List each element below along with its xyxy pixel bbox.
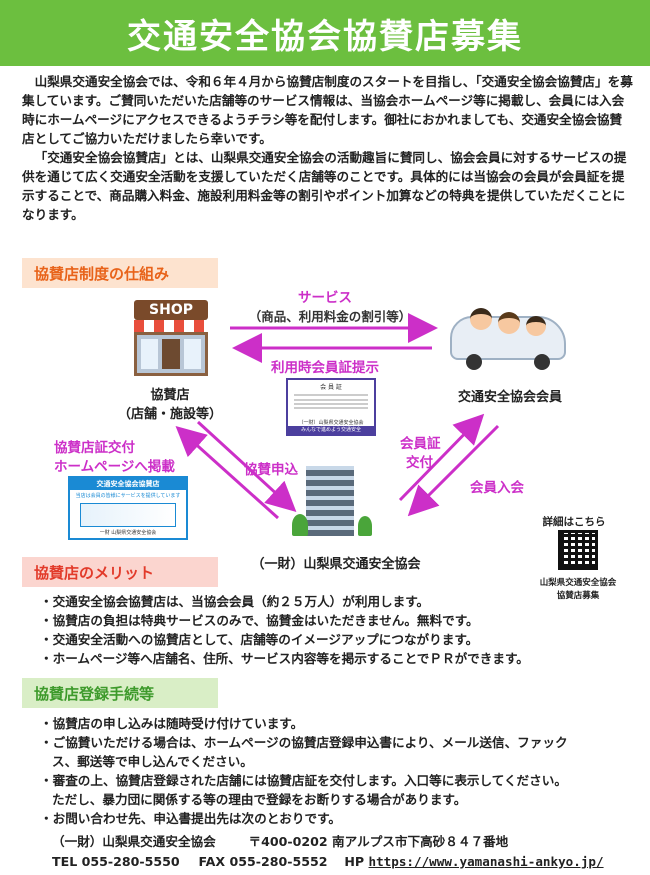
cert-label-2: ホームページへ掲載	[54, 459, 175, 475]
page-title: 交通安全協会協賛店募集	[127, 16, 523, 57]
qr-heading: 詳細はこちら	[542, 516, 606, 528]
shop-sub: （店舗・施設等）	[117, 407, 222, 422]
procedure-item: ・お問い合わせ先、申込書提出先は次のとおりです。	[40, 811, 341, 826]
title-banner: 交通安全協会協賛店募集	[0, 0, 650, 66]
cert-label-1: 協賛店証交付	[54, 440, 135, 456]
intro-paragraph-2: 「交通安全協会協賛店」とは、山梨県交通安全協会の活動趣旨に賛同し、協会会員に対す…	[22, 150, 627, 222]
contact-address: 〒400-0202 南アルプス市下高砂８４７番地	[248, 834, 509, 849]
association-name: （一財）山梨県交通安全協会	[251, 557, 421, 572]
shop-name: 協賛店	[150, 388, 190, 403]
contact-line-1: （一財）山梨県交通安全協会 〒400-0202 南アルプス市下高砂８４７番地	[52, 832, 508, 851]
qr-caption-2: 協賛店募集	[556, 591, 600, 601]
procedure-item: ス、郵送等で申し込んでください。	[52, 754, 253, 769]
section-label-system: 協賛店制度の仕組み	[22, 258, 218, 288]
service-sub: （商品、利用料金の割引等）	[248, 309, 412, 324]
card-show-label: 利用時会員証提示	[271, 360, 379, 376]
join-label: 会員入会	[470, 480, 524, 496]
cert-arrow	[175, 425, 280, 520]
qr-caption-1: 山梨県交通安全協会	[539, 578, 617, 588]
contact-tel: TEL 055-280-5550	[52, 854, 180, 869]
member-card-label-2: 交付	[406, 455, 433, 471]
procedure-item: ・協賛店の申し込みは随時受け付けています。	[40, 716, 304, 731]
intro-paragraph-1: 山梨県交通安全協会では、令和６年４月から協賛店制度のスタートを目指し、「交通安全…	[22, 74, 633, 146]
apply-label: 協賛申込	[244, 462, 298, 478]
association-building-icon	[292, 466, 372, 536]
apply-arrow	[196, 420, 297, 513]
merit-item: ・交通安全活動への協賛店として、店舗等のイメージアップにつながります。	[40, 632, 479, 647]
cert-board-sub: 当店は会員の皆様にサービスを提供しています	[75, 493, 181, 499]
card-title: 会 員 証	[320, 384, 342, 391]
section-label-procedure: 協賛店登録手続等	[22, 678, 218, 708]
section-label-text: 協賛店のメリット	[34, 563, 155, 582]
procedure-item: ただし、暴力団に関係する等の理由で登録をお断りする場合があります。	[52, 792, 467, 807]
member-family-car-icon	[450, 302, 570, 370]
qr-code[interactable]	[558, 530, 598, 570]
diagram-arrows	[175, 313, 500, 520]
section-label-merits: 協賛店のメリット	[22, 557, 218, 587]
contact-hp-label: HP	[344, 854, 365, 869]
section-label-text: 協賛店登録手続等	[34, 684, 155, 703]
member-card-label-1: 会員証	[400, 436, 441, 452]
card-bottom-2: みんなで進めよう交通安全	[288, 426, 374, 434]
merit-item: ・交通安全協会協賛店は、当協会会員（約２５万人）が利用します。	[40, 594, 430, 609]
shop-sign: SHOP	[134, 300, 208, 320]
contact-fax: FAX 055-280-5552	[198, 854, 328, 869]
merit-item: ・ホームページ等へ店舗名、住所、サービス内容等を掲示することでＰＲができます。	[40, 651, 529, 666]
procedure-list: ・協賛店の申し込みは随時受け付けています。 ・ご協賛いただける場合は、ホームペー…	[40, 714, 568, 828]
cert-board-bottom: 一財 山梨県交通安全協会	[99, 530, 157, 536]
service-label: サービス	[298, 290, 352, 306]
join-arrow	[407, 424, 500, 517]
shop-icon: SHOP	[134, 300, 208, 376]
contact-line-2: TEL 055-280-5550 FAX 055-280-5552 HP htt…	[52, 852, 604, 871]
intro-text: 山梨県交通安全協会では、令和６年４月から協賛店制度のスタートを目指し、「交通安全…	[22, 72, 634, 224]
homepage-link[interactable]: https://www.yamanashi-ankyo.jp/	[368, 854, 604, 869]
procedure-item: ・審査の上、協賛店登録された店舗には協賛店証を交付します。入口等に表示してくださ…	[40, 773, 567, 788]
merit-item: ・協賛店の負担は特典サービスのみで、協賛金はいただきません。無料です。	[40, 613, 479, 628]
membership-card: 会 員 証 （一財）山梨県交通安全協会 みんなで進めよう交通安全	[286, 378, 376, 436]
procedure-item: ・ご協賛いただける場合は、ホームページの協賛店登録申込書により、メール送信、ファ…	[40, 735, 568, 750]
cert-board: 交通安全協会協賛店 当店は会員の皆様にサービスを提供しています 一財 山梨県交通…	[68, 476, 188, 540]
card-bottom-1: （一財）山梨県交通安全協会	[298, 420, 364, 426]
section-label-text: 協賛店制度の仕組み	[34, 264, 170, 283]
member-name: 交通安全協会会員	[457, 390, 562, 405]
cert-board-title: 交通安全協会協賛店	[70, 478, 186, 490]
contact-org: （一財）山梨県交通安全協会	[52, 834, 216, 849]
merits-list: ・交通安全協会協賛店は、当協会会員（約２５万人）が利用します。 ・協賛店の負担は…	[40, 592, 529, 668]
